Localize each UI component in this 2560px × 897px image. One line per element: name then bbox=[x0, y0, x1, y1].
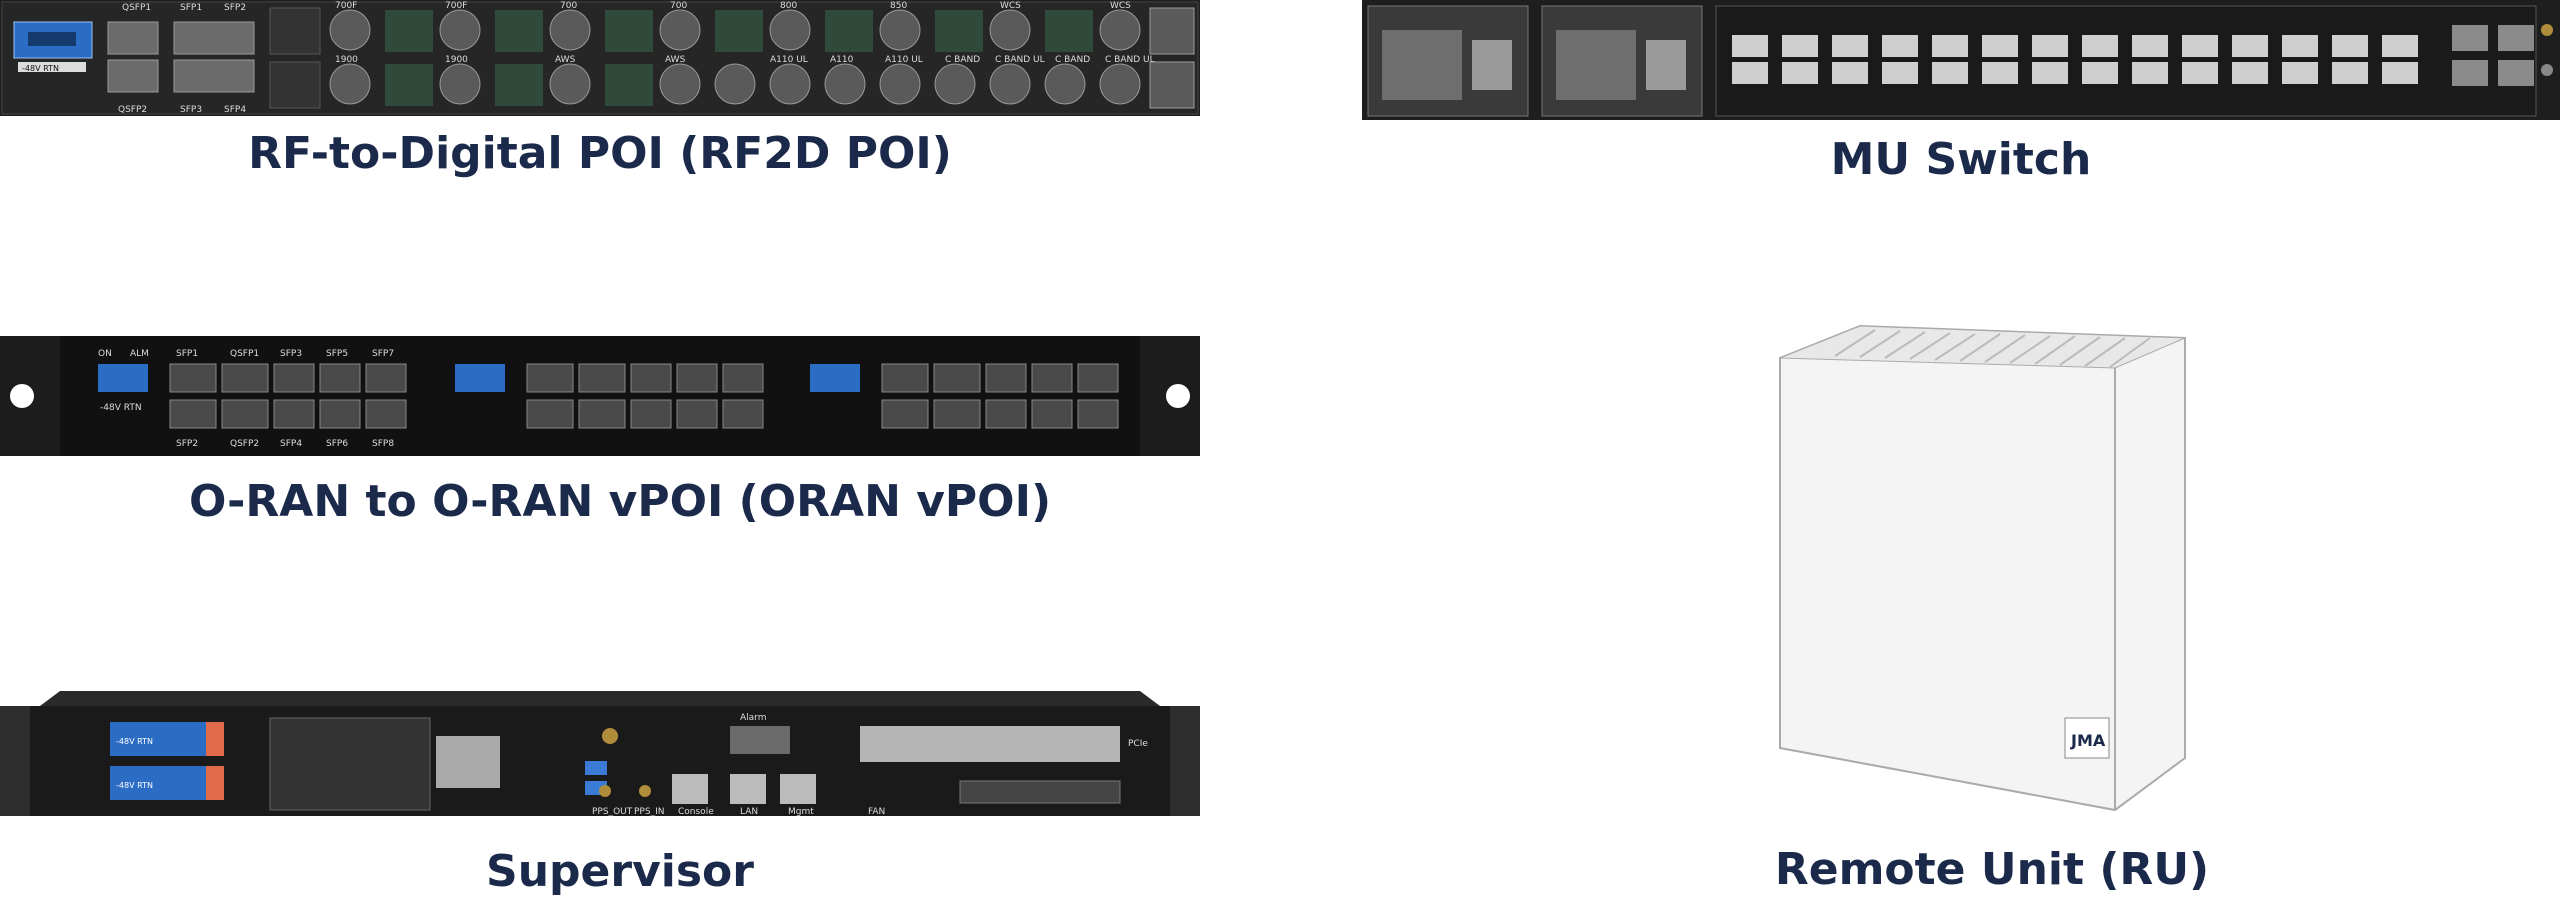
label-1900-a: 1900 bbox=[335, 55, 358, 65]
rf2d-poi-device: QSFP1 SFP1 SFP2 700F 700F 700 700 800 85… bbox=[0, 0, 1200, 116]
label-700f-a: 700F bbox=[335, 1, 357, 11]
label-wcs-b: WCS bbox=[1110, 1, 1131, 11]
label-1900-b: 1900 bbox=[445, 55, 468, 65]
label-cband-a: C BAND bbox=[945, 55, 980, 65]
label-qsfp1: QSFP1 bbox=[230, 349, 259, 359]
label-a110ul-b: A110 UL bbox=[885, 55, 923, 65]
label-pps-in: PPS_IN bbox=[634, 807, 664, 817]
label-aws-b: AWS bbox=[665, 55, 686, 65]
oran-vpoi-caption: O-RAN to O-RAN vPOI (ORAN vPOI) bbox=[188, 476, 1052, 527]
label-qsfp1: QSFP1 bbox=[122, 3, 151, 13]
label-power-b: -48V RTN bbox=[116, 781, 153, 790]
label-on: ON bbox=[98, 349, 112, 359]
label-pps-out: PPS_OUT bbox=[592, 807, 633, 817]
label-cband-b: C BAND bbox=[1055, 55, 1090, 65]
label-sfp4: SFP4 bbox=[224, 105, 246, 115]
label-qsfp2: QSFP2 bbox=[230, 439, 259, 449]
oran-vpoi-device: ON ALM SFP1 QSFP1 SFP3 SFP5 SFP7 SFP2 QS… bbox=[0, 336, 1200, 456]
rf2d-poi-caption: RF-to-Digital POI (RF2D POI) bbox=[248, 128, 952, 179]
label-mgmt: Mgmt bbox=[788, 807, 814, 817]
label-cbandul-b: C BAND UL bbox=[1105, 55, 1155, 65]
label-sfp8: SFP8 bbox=[372, 439, 394, 449]
label-a110: A110 bbox=[830, 55, 854, 65]
remote-unit-device: JMA bbox=[1775, 318, 2195, 818]
label-sfp3: SFP3 bbox=[280, 349, 302, 359]
label-cbandul-a: C BAND UL bbox=[995, 55, 1045, 65]
label-sfp3: SFP3 bbox=[180, 105, 202, 115]
label-qsfp2: QSFP2 bbox=[118, 105, 147, 115]
label-sfp1: SFP1 bbox=[176, 349, 198, 359]
label-700-a: 700 bbox=[560, 1, 577, 11]
label-power: -48V RTN bbox=[22, 64, 59, 73]
label-alm: ALM bbox=[130, 349, 149, 359]
label-700-b: 700 bbox=[670, 1, 687, 11]
mu-switch-device bbox=[1362, 0, 2560, 120]
label-wcs-a: WCS bbox=[1000, 1, 1021, 11]
label-aws-a: AWS bbox=[555, 55, 576, 65]
label-console: Console bbox=[678, 807, 714, 817]
label-a110ul-a: A110 UL bbox=[770, 55, 808, 65]
label-sfp2: SFP2 bbox=[176, 439, 198, 449]
label-sfp2: SFP2 bbox=[224, 3, 246, 13]
label-sfp7: SFP7 bbox=[372, 349, 394, 359]
label-700f-b: 700F bbox=[445, 1, 467, 11]
label-sfp5: SFP5 bbox=[326, 349, 348, 359]
label-power: -48V RTN bbox=[100, 403, 142, 413]
label-850: 850 bbox=[890, 1, 907, 11]
mu-switch-caption: MU Switch bbox=[1830, 134, 2092, 185]
label-sfp1: SFP1 bbox=[180, 3, 202, 13]
label-sfp6: SFP6 bbox=[326, 439, 348, 449]
label-lan: LAN bbox=[740, 807, 758, 817]
label-power-a: -48V RTN bbox=[116, 737, 153, 746]
supervisor-caption: Supervisor bbox=[486, 846, 754, 897]
jma-logo: JMA bbox=[2070, 731, 2106, 750]
supervisor-device: PPS_OUT PPS_IN Console LAN Mgmt FAN Alar… bbox=[0, 686, 1200, 826]
label-sfp4: SFP4 bbox=[280, 439, 302, 449]
label-fan: FAN bbox=[868, 807, 885, 817]
label-800: 800 bbox=[780, 1, 797, 11]
label-alarm: Alarm bbox=[740, 713, 766, 723]
remote-unit-caption: Remote Unit (RU) bbox=[1774, 844, 2210, 895]
label-pcie: PCIe bbox=[1128, 739, 1148, 749]
